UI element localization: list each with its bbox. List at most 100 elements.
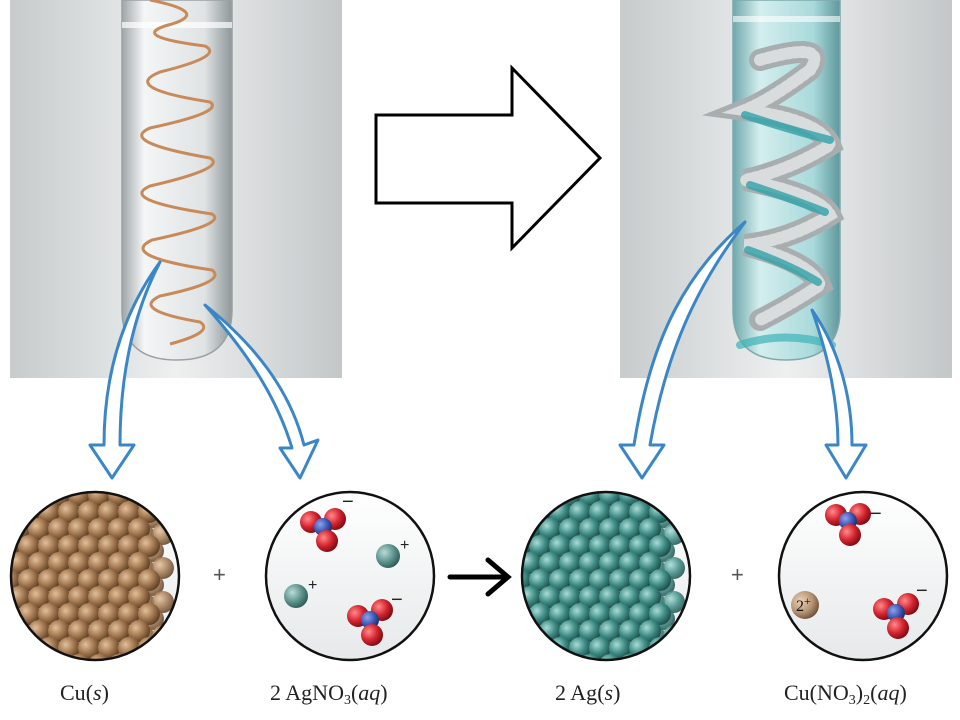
silver-atom <box>629 569 651 591</box>
label-copper-solid: Cu(s) <box>60 680 109 705</box>
silver-atom <box>493 642 515 664</box>
copper-atom <box>58 467 80 489</box>
silver-atom <box>549 467 571 489</box>
copper-atom <box>0 552 10 574</box>
silver-atom <box>522 591 525 613</box>
silver-atom <box>523 492 545 511</box>
copper-atom <box>118 569 140 591</box>
copper-atom <box>18 637 40 659</box>
silver-atom <box>489 501 511 523</box>
silver-atom <box>619 586 641 608</box>
copper-atom <box>78 535 100 557</box>
copper-atom <box>68 552 90 574</box>
silver-atom <box>629 671 651 693</box>
copper-atom <box>138 603 160 625</box>
copper-atom <box>152 659 174 660</box>
silver-atom <box>599 620 621 642</box>
silver-atom <box>559 654 581 660</box>
silver-atom <box>569 467 591 489</box>
silver-atom <box>483 455 505 477</box>
copper-atom <box>142 642 164 660</box>
silver-atom <box>599 586 621 608</box>
copper-atom <box>118 603 140 625</box>
copper-atom <box>68 586 90 608</box>
silver-atom <box>603 659 625 660</box>
silver-atom <box>529 569 551 591</box>
copper-atom <box>28 586 50 608</box>
silver-atom <box>589 603 611 625</box>
silver-atom <box>639 552 661 574</box>
copper-atom <box>12 455 34 477</box>
silver-atom <box>639 654 661 660</box>
copper-atom <box>98 535 120 557</box>
silver-atom <box>522 637 531 659</box>
copper-atom <box>0 472 4 494</box>
silver-atom <box>649 467 671 489</box>
copper-atom <box>152 492 174 511</box>
silver-atom <box>619 518 641 540</box>
silver-atom <box>609 569 631 591</box>
copper-atom <box>68 492 90 506</box>
silver-ion <box>284 584 308 608</box>
silver-atom <box>559 552 581 574</box>
copper-atom <box>22 492 44 494</box>
silver-atom <box>653 642 675 660</box>
silver-atom <box>569 535 591 557</box>
silver-atom <box>629 535 651 557</box>
copper-atom <box>52 455 74 477</box>
silver-atom <box>543 659 565 660</box>
copper-atom <box>0 467 20 489</box>
silver-atom <box>643 659 665 660</box>
plus-sign: + <box>731 562 744 587</box>
silver-atom <box>653 492 675 494</box>
copper-atom <box>142 492 164 494</box>
copper-atom <box>18 671 40 693</box>
copper-atom <box>118 671 140 693</box>
copper-atom <box>112 659 134 660</box>
copper-atom <box>78 603 100 625</box>
plus-sign: + <box>213 562 226 587</box>
copper-atom <box>98 603 120 625</box>
copper-atom <box>38 671 60 693</box>
silver-atom <box>522 642 535 660</box>
silver-atom <box>593 492 615 494</box>
silver-atom <box>589 637 611 659</box>
copper-atom <box>152 455 174 477</box>
copper-atom <box>11 625 14 647</box>
silver-atom <box>469 501 491 523</box>
silver-atom <box>589 535 611 557</box>
copper-atom <box>88 518 110 540</box>
silver-atom <box>629 603 651 625</box>
silver-atom <box>523 659 545 660</box>
copper-atom <box>118 535 140 557</box>
silver-atom <box>483 659 505 681</box>
copper-atom <box>108 620 130 642</box>
copper-atom <box>0 654 10 676</box>
nitrate-ion <box>347 599 393 646</box>
silver-atom <box>522 492 541 506</box>
copper-atom <box>138 467 160 489</box>
silver-atom <box>599 552 621 574</box>
silver-atom <box>623 659 645 660</box>
silver-atom <box>609 501 631 523</box>
silver-atom <box>522 625 525 647</box>
copper-atom <box>18 569 40 591</box>
copper-atom <box>72 455 94 477</box>
copper-atom <box>98 501 120 523</box>
label-copper-nitrate: Cu(NO3)2(aq) <box>784 680 907 708</box>
silver-atom <box>522 523 525 545</box>
silver-atom <box>663 659 685 660</box>
silver-atom <box>503 455 525 477</box>
copper-atom <box>128 518 150 540</box>
silver-atom <box>563 455 585 477</box>
silver-atom <box>579 620 601 642</box>
silver-atom <box>569 501 591 523</box>
silver-atom <box>639 586 661 608</box>
silver-atom <box>483 625 505 647</box>
silver-atom <box>499 586 521 608</box>
silver-atom <box>522 501 531 523</box>
silver-atom <box>649 569 671 591</box>
silver-atom <box>523 455 545 477</box>
silver-atom <box>493 608 515 630</box>
copper-atom <box>72 659 94 660</box>
